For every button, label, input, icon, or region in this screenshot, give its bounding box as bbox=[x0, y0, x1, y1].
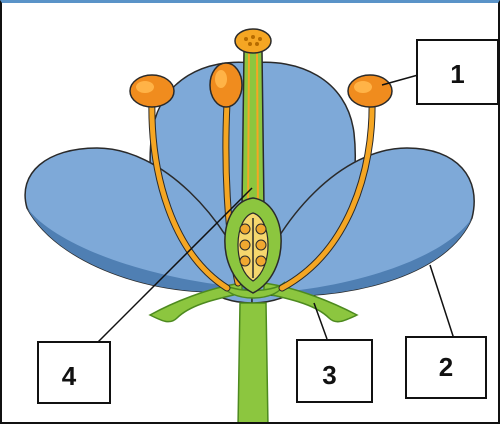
label-3-text: 3 bbox=[322, 360, 336, 391]
leader-line-1 bbox=[382, 75, 418, 85]
label-1-text: 1 bbox=[450, 59, 464, 90]
label-box-4: 4 bbox=[37, 341, 111, 404]
label-box-1: 1 bbox=[416, 39, 499, 105]
leader-line-2 bbox=[430, 265, 454, 339]
label-box-3: 3 bbox=[296, 339, 373, 403]
label-2-text: 2 bbox=[439, 352, 453, 383]
anther-right bbox=[348, 75, 392, 107]
label-4-text: 4 bbox=[62, 361, 76, 392]
stigma bbox=[235, 29, 271, 53]
anther-left bbox=[130, 75, 174, 107]
label-box-2: 2 bbox=[405, 336, 487, 399]
anther-mid bbox=[210, 63, 242, 107]
stem bbox=[238, 303, 268, 424]
style bbox=[242, 51, 264, 208]
